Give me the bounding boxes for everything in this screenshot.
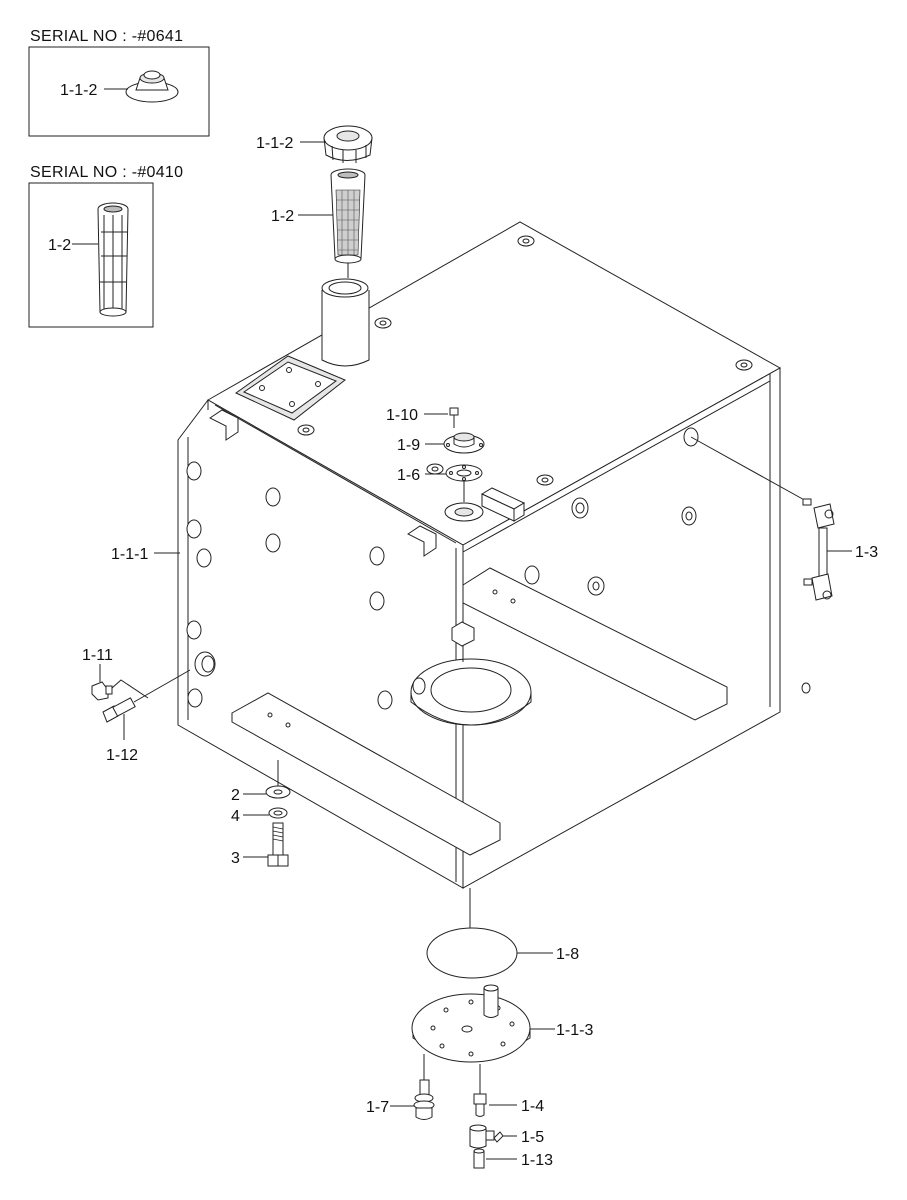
callout-gasket-bottom: 1-8	[556, 946, 579, 963]
strainer-old-icon	[97, 202, 129, 317]
callout-gasket-top: 1-6	[397, 467, 420, 484]
callout-flange-top: 1-9	[397, 437, 420, 454]
callout-nipple: 1-4	[521, 1098, 544, 1115]
side-boss-icons	[186, 461, 393, 710]
gasket-top-icon	[445, 464, 483, 482]
cap-old-icon	[125, 70, 179, 103]
spring-washer-icon	[268, 807, 288, 819]
inset-top-label: 1-1-2	[60, 82, 97, 99]
callout-drain: 1-13	[521, 1152, 553, 1169]
callout-cock: 1-5	[521, 1129, 544, 1146]
inset-bottom-label: 1-2	[48, 237, 71, 254]
callout-mount-bolt: 3	[231, 850, 240, 867]
cover-bolt-icon	[413, 1079, 435, 1120]
bottom-gasket-icon	[426, 927, 518, 979]
callout-cover-bolt: 1-7	[366, 1099, 389, 1116]
filler-cap-icon	[323, 125, 373, 163]
inset-serial-0641: SERIAL NO : -#0641 1-1-2	[28, 28, 210, 137]
inset-bottom-header: SERIAL NO : -#0410	[30, 164, 183, 181]
bolt-top-icon	[449, 407, 459, 428]
inset-top-frame	[28, 46, 210, 137]
callout-cover: 1-1-3	[556, 1022, 593, 1039]
callout-strainer: 1-2	[271, 208, 294, 225]
drain-cock-icon	[469, 1124, 504, 1149]
callout-plug: 1-11	[82, 647, 113, 664]
callout-tank: 1-1-1	[111, 546, 148, 563]
callout-spring-washer: 4	[231, 808, 240, 825]
callout-level-gauge: 1-3	[855, 544, 878, 561]
drain-plug-icon	[473, 1148, 485, 1169]
flat-washer-icon	[265, 785, 291, 799]
callout-fitting: 1-12	[106, 747, 138, 764]
inset-serial-0410: SERIAL NO : -#0410 1-2	[28, 164, 183, 328]
plug-icon	[91, 681, 113, 701]
inset-bottom-frame	[28, 182, 154, 328]
top-boss-icons	[297, 235, 753, 486]
strainer-icon	[330, 168, 366, 264]
level-gauge-icon	[802, 498, 835, 601]
inset-top-header: SERIAL NO : -#0641	[30, 28, 183, 45]
mount-bolt-icon	[267, 822, 289, 867]
fitting-icon	[102, 697, 136, 723]
bottom-cover-icon	[411, 984, 531, 1063]
callout-flat-washer: 2	[231, 787, 240, 804]
callout-bolt-top: 1-10	[386, 407, 418, 424]
flange-top-icon	[443, 432, 485, 454]
nipple-icon	[473, 1093, 487, 1117]
callout-cap: 1-1-2	[256, 135, 293, 152]
fuel-tank	[177, 221, 811, 889]
